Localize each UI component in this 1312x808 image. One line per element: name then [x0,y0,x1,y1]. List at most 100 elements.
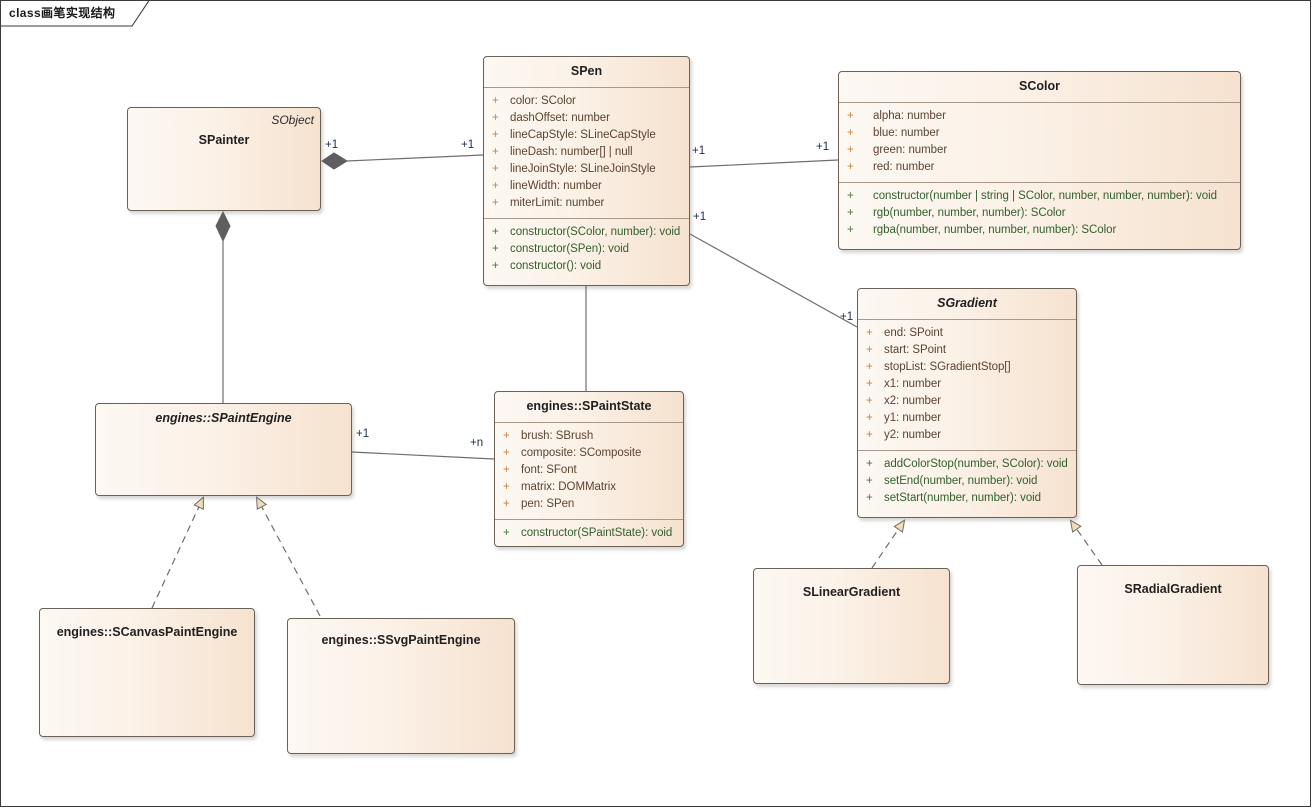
visibility-marker: + [866,378,873,390]
operation-text: constructor(number | string | SColor, nu… [873,190,1217,202]
attribute-row: +composite: SComposite [495,445,683,462]
attribute-row: + green: number [839,142,1240,159]
class-name-scolor: SColor [1019,79,1060,93]
attribute-text: green: number [873,144,948,156]
class-divider [839,182,1240,183]
visibility-marker: + [866,475,873,487]
attribute-text: color: SColor [510,95,576,107]
visibility-marker: + [492,95,499,107]
visibility-marker: + [866,492,873,504]
attribute-text: dashOffset: number [510,112,610,124]
visibility-marker: + [866,429,873,441]
attribute-row: + lineDash: number[] | null [484,144,689,161]
class-title-sgradient: SGradient [858,289,1076,319]
operation-row: +constructor(number | string | SColor, n… [839,188,1240,205]
attribute-row: +end: SPoint [858,325,1076,342]
diagram-frame-tab: class画笔实现结构 [0,0,150,27]
visibility-marker: + [492,146,499,158]
attribute-row: + lineJoinStyle: SLineJoinStyle [484,161,689,178]
visibility-marker: + [492,129,499,141]
class-box-slineargradient[interactable]: SLinearGradient [753,568,950,684]
attribute-text: lineDash: number[] | null [510,146,633,158]
multiplicity-engine-state-target: +n [470,437,484,449]
class-title-sradialgradient: SRadialGradient [1078,566,1268,605]
class-box-spen[interactable]: SPen +color: SColor +dashOffset: number … [483,56,690,286]
class-box-spaintstate[interactable]: engines::SPaintState + brush: SBrush +com… [494,391,684,547]
multiplicity-pen-gradient-source: +1 [693,211,707,223]
connector-painter-pen [321,152,484,170]
class-attributes-spaintstate: +brush: SBrush +composite: SComposite +f… [495,423,683,519]
class-box-spainter[interactable]: SObject SPainter [127,107,321,211]
class-stereotype-spainter: SObject [271,113,314,127]
visibility-marker: + [492,226,499,238]
class-title-spaintstate: engines::SPaintState [495,392,683,422]
operation-row: +constructor(): void [484,258,689,275]
class-box-ssvgpaintengine[interactable]: engines::SSvgPaintEngine [287,618,515,754]
class-operations-spaintstate: +constructor(SPaintState): void [495,520,683,546]
visibility-marker: + [866,412,873,424]
attribute-row: +font: SFont [495,462,683,479]
class-divider [484,218,689,219]
attribute-row: +y2: number [858,427,1076,444]
attribute-text: x1: number [884,378,942,390]
attribute-row: +lineWidth: number [484,178,689,195]
attribute-text: brush: SBrush [521,430,594,442]
class-box-scanvaspaintengine[interactable]: engines::SCanvasPaintEngine [39,608,255,737]
operation-text: constructor(SPaintState): void [521,527,673,539]
class-operations-sgradient: +addColorStop(number, SColor): void +set… [858,451,1076,513]
class-divider [484,87,689,88]
class-name-spen: SPen [570,64,603,78]
attribute-row: +pen: SPen [495,496,683,513]
visibility-marker: + [847,144,854,156]
class-title-slineargradient: SLinearGradient [754,569,949,608]
class-name-ssvgpaintengine: engines::SSvgPaintEngine [321,633,481,647]
attribute-row: +dashOffset: number [484,110,689,127]
attribute-row: +alpha: number [839,108,1240,125]
operation-text: addColorStop(number, SColor): void [884,458,1068,470]
operation-row: +rgb(number, number, number): SColor [839,205,1240,222]
attribute-text: lineJoinStyle: SLineJoinStyle [510,163,656,175]
visibility-marker: + [866,327,873,339]
visibility-marker: + [503,430,510,442]
class-box-sgradient[interactable]: SGradient +end: SPoint +start: SPoint +s… [857,288,1077,518]
class-title-scanvaspaintengine: engines::SCanvasPaintEngine [40,609,254,648]
attribute-text: red: number [873,161,935,173]
visibility-marker: + [866,361,873,373]
connector-painter-paintengine [215,210,231,403]
attribute-row: +red: number [839,159,1240,176]
visibility-marker: + [866,344,873,356]
visibility-marker: + [492,163,499,175]
visibility-marker: + [503,481,510,493]
operation-row: +constructor(SPaintState): void [495,525,683,542]
attribute-text: start: SPoint [884,344,946,356]
visibility-marker: + [503,447,510,459]
connector-svgengine-generalization [255,496,321,617]
operation-row: +constructor(SColor, number): void [484,224,689,241]
attribute-row: + matrix: DOMMatrix [495,479,683,496]
attribute-text: font: SFont [521,464,577,476]
operation-row: +addColorStop(number, SColor): void [858,456,1076,473]
attribute-text: lineCapStyle: SLineCapStyle [510,129,656,141]
class-box-scolor[interactable]: SColor +alpha: number +blue: number + gre… [838,71,1241,250]
class-name-sgradient: SGradient [937,296,997,310]
visibility-marker: + [847,127,854,139]
class-operations-scolor: +constructor(number | string | SColor, n… [839,183,1240,245]
multiplicity-engine-state-source: +1 [356,428,370,440]
operation-text: setEnd(number, number): void [884,475,1038,487]
attribute-text: miterLimit: number [510,197,605,209]
class-box-spaintengine[interactable]: engines::SPaintEngine [95,403,352,496]
class-title-spainter: SObject SPainter [128,108,320,156]
visibility-marker: + [492,260,499,272]
attribute-row: +y1: number [858,410,1076,427]
attribute-row: +blue: number [839,125,1240,142]
class-box-sradialgradient[interactable]: SRadialGradient [1077,565,1269,685]
attribute-row: + brush: SBrush [495,428,683,445]
class-title-spen: SPen [484,57,689,87]
connector-lineargradient-generalization [871,519,906,569]
operation-row: +setStart(number, number): void [858,490,1076,507]
visibility-marker: + [866,395,873,407]
attribute-text: matrix: DOMMatrix [521,481,616,493]
class-attributes-scolor: +alpha: number +blue: number + green: num… [839,103,1240,182]
class-divider [839,102,1240,103]
visibility-marker: + [503,498,510,510]
